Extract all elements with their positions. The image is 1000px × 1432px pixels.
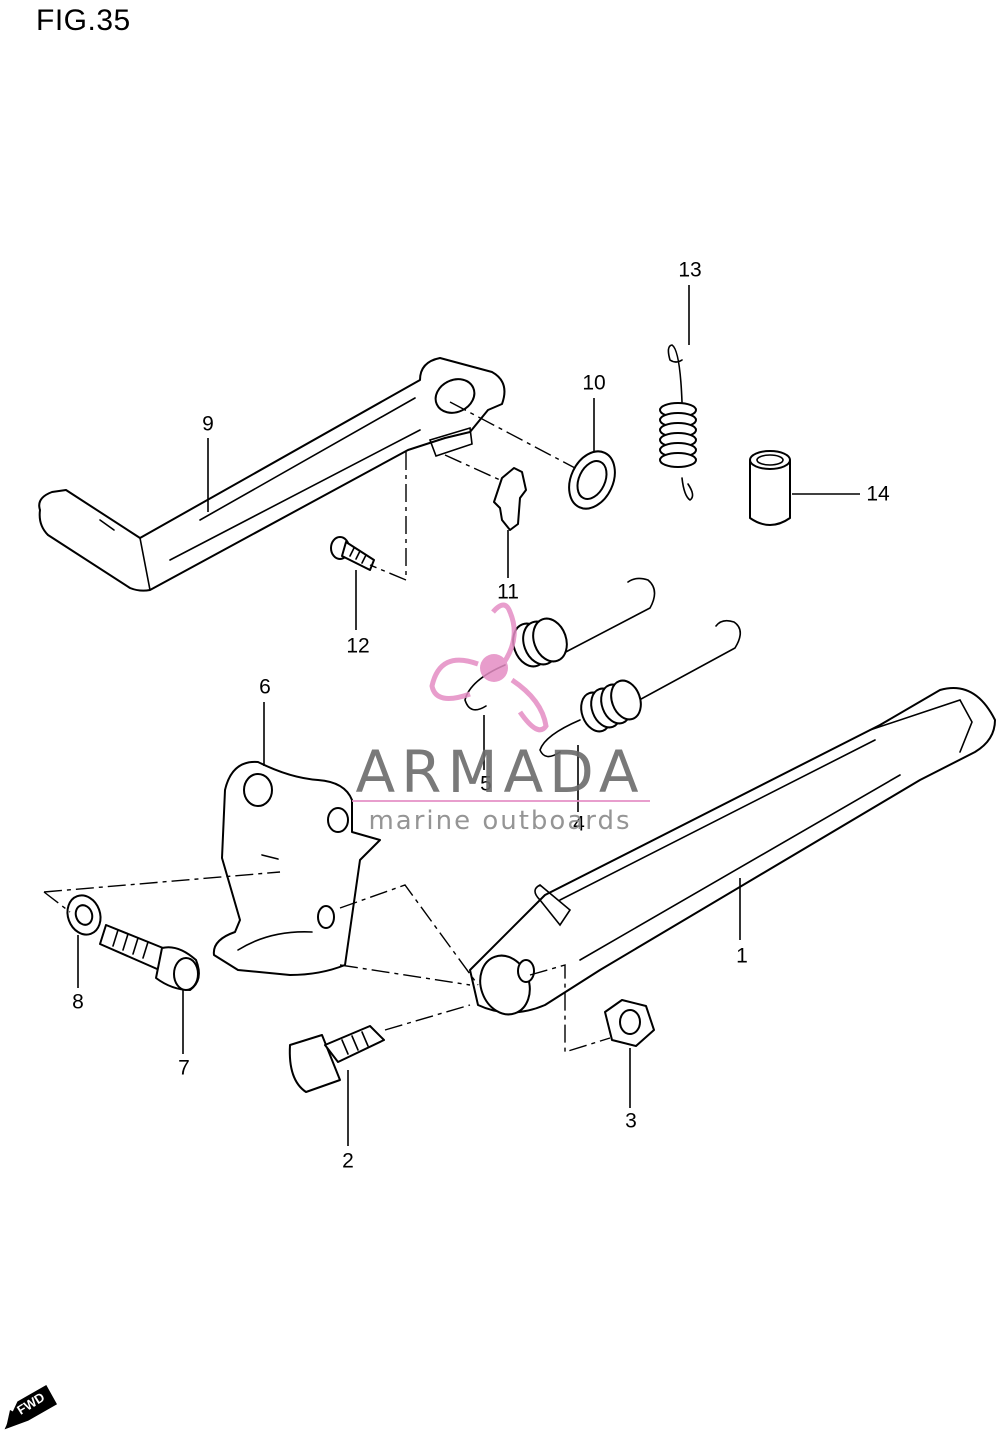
part-3-nut	[604, 999, 655, 1047]
part-8-washer	[66, 894, 102, 936]
part-12-bolt	[330, 536, 375, 571]
part-10-washer	[568, 450, 616, 510]
part-2-bolt	[288, 1025, 385, 1093]
callout-4: 4	[573, 812, 585, 836]
leader-lines	[77, 285, 860, 1146]
callout-9: 9	[202, 412, 214, 436]
watermark-logo	[429, 602, 549, 733]
callout-10: 10	[582, 371, 606, 395]
callout-3: 3	[625, 1109, 637, 1133]
callout-2: 2	[342, 1149, 354, 1173]
callout-7: 7	[178, 1056, 190, 1080]
part-4-spring	[539, 619, 742, 758]
callout-14: 14	[866, 482, 890, 506]
callout-5: 5	[480, 772, 492, 796]
assembly-lines	[43, 401, 611, 1053]
watermark-tagline: marine outboards	[368, 806, 632, 836]
part-11-clip	[493, 467, 527, 531]
part-14-collar	[749, 450, 791, 526]
callout-12: 12	[346, 634, 370, 658]
fwd-badge	[4, 1384, 58, 1430]
callout-11: 11	[497, 580, 519, 604]
callout-6: 6	[259, 675, 271, 699]
part-6-bracket	[212, 760, 381, 976]
part-1-stand	[469, 687, 996, 1016]
figure-title: FIG.35	[36, 4, 131, 37]
part-5-spring	[464, 577, 656, 711]
watermark-name: ARMADA	[355, 738, 645, 806]
watermark-divider	[352, 800, 650, 802]
part-7-bolt	[99, 924, 200, 991]
callout-1: 1	[736, 944, 748, 968]
part-9-pedal	[38, 357, 506, 592]
part-13-spring	[659, 344, 697, 501]
callout-8: 8	[72, 990, 84, 1014]
callout-13: 13	[678, 258, 702, 282]
